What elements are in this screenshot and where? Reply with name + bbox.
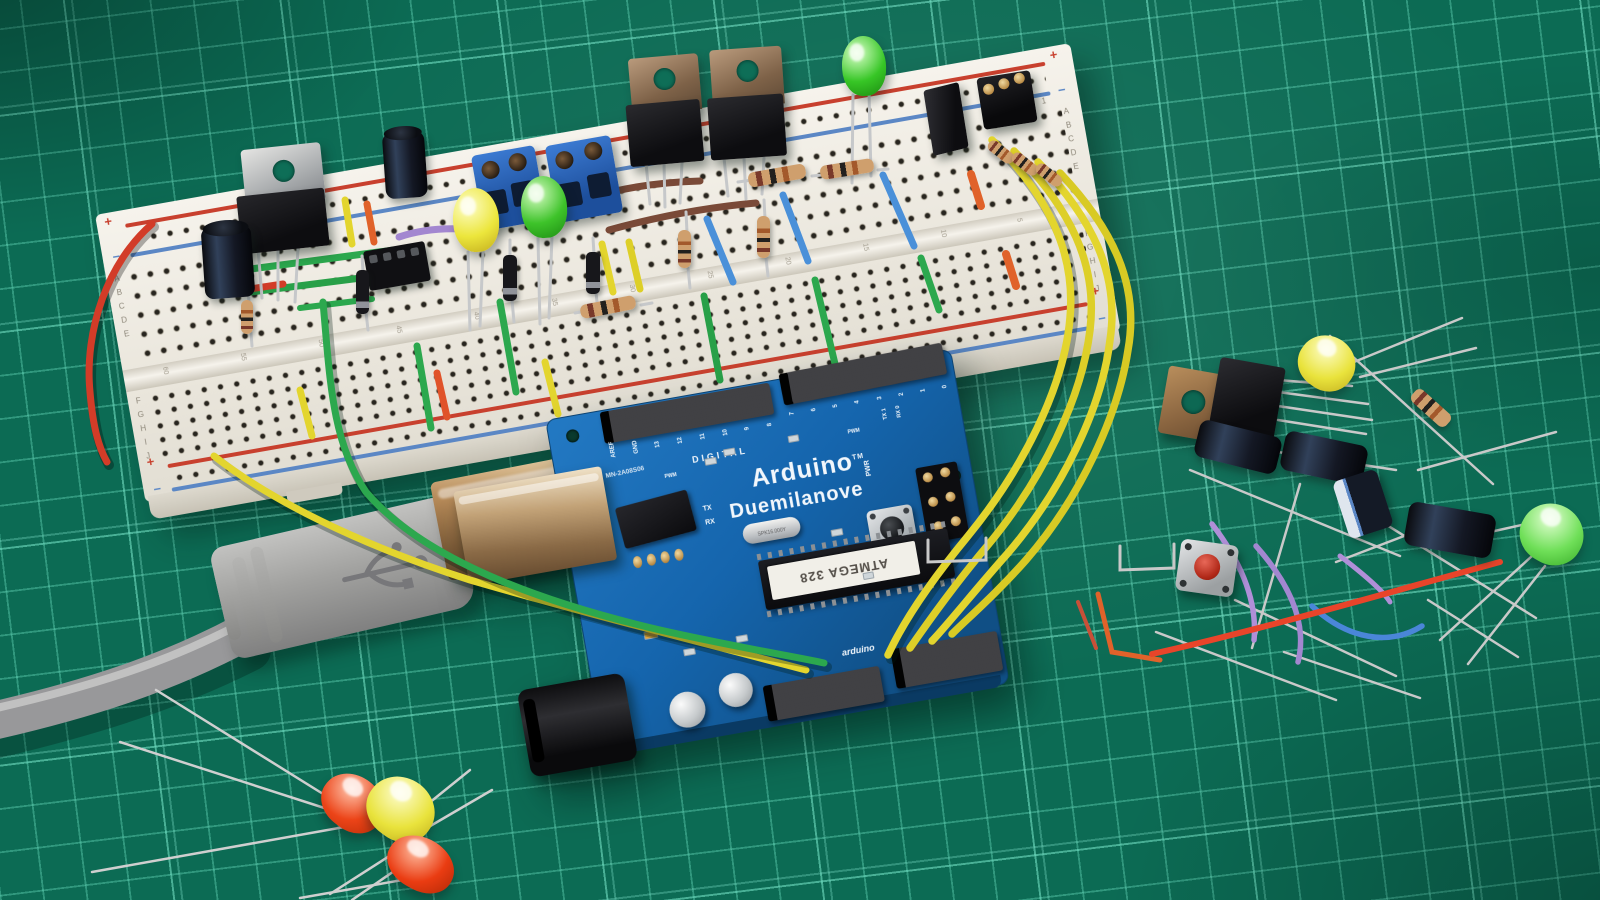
purple-wire: [1337, 553, 1393, 605]
orange-jumper: [433, 369, 451, 421]
led-highlight: [1536, 504, 1565, 531]
blue-jumper: [779, 191, 812, 265]
green-jumper: [917, 254, 943, 314]
stray-component-leads: [1154, 316, 1558, 702]
tab-hole: [1179, 388, 1208, 416]
yellow-wire-analog-2: [906, 147, 1096, 652]
usb-plug-overmold: [208, 493, 478, 661]
button-corner: [1179, 579, 1188, 588]
yellow-jumper: [296, 386, 316, 440]
resistor-vertical: [757, 216, 770, 258]
resistor-vertical: [678, 230, 691, 268]
orange-bent-wire: [1095, 591, 1163, 663]
yellow-wire-analog-3: [928, 158, 1116, 645]
resistor-vertical: [241, 300, 253, 334]
yellow-jumper: [598, 240, 617, 296]
blue-jumper: [879, 171, 918, 250]
yellow-jumper: [541, 358, 562, 418]
cable-highlight: [0, 620, 244, 712]
green-wire-to-power-header: [319, 298, 828, 667]
led-highlight: [1314, 335, 1340, 361]
blue-jumper: [703, 215, 737, 286]
led-highlight: [339, 773, 367, 801]
brown-jumper: [605, 199, 760, 234]
led-highlight: [403, 835, 433, 862]
wire-staples: [926, 536, 1176, 572]
diode: [586, 252, 600, 294]
button-corner: [1221, 585, 1230, 594]
diode: [356, 270, 369, 314]
button-corner: [1184, 542, 1193, 551]
orange-jumper: [967, 170, 985, 210]
yellow-wire-analog-4: [948, 169, 1135, 638]
diode: [503, 255, 517, 301]
green-jumper: [811, 276, 840, 372]
usb-trident-icon: [342, 542, 428, 590]
green-jumper: [413, 342, 435, 432]
red-button-cap: [1192, 552, 1222, 582]
usb-cable: [0, 613, 264, 739]
green-jumper: [496, 298, 520, 396]
button-corner: [1226, 548, 1235, 557]
wire-shadow: [321, 301, 832, 672]
tactile-button: [1174, 538, 1240, 598]
red-rail-jumper: [85, 220, 156, 466]
orange-jumper: [1002, 250, 1020, 290]
blue-wire: [1309, 603, 1425, 641]
purple-wire: [1253, 543, 1304, 665]
red-bent-lead: [1076, 600, 1098, 650]
yellow-wire-to-power-header: [210, 452, 810, 674]
yellow-jumper: [625, 238, 644, 293]
long-red-wire: [1149, 559, 1503, 657]
yellow-jumper: [341, 196, 356, 248]
green-jumper: [700, 292, 724, 384]
yellow-wire-analog-1: [884, 136, 1075, 659]
led-highlight: [385, 776, 416, 806]
orange-jumper: [363, 200, 378, 246]
